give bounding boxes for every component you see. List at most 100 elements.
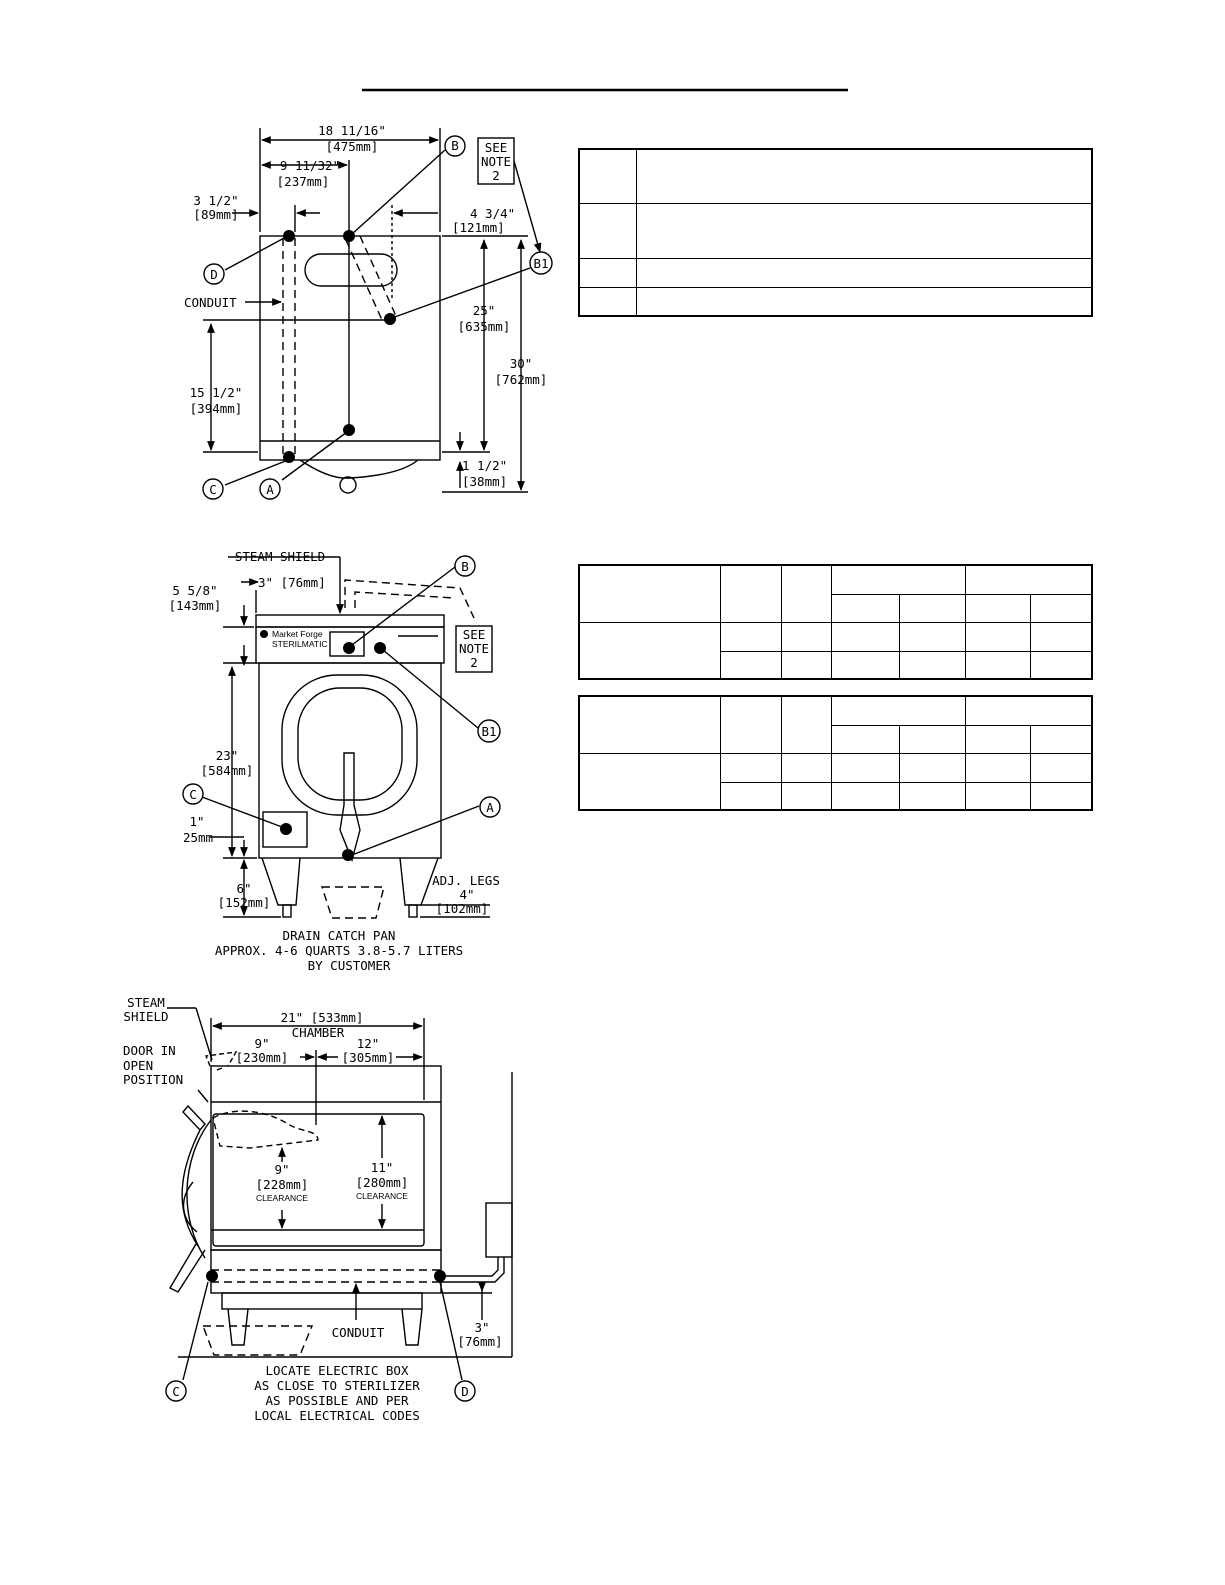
spec2-cell xyxy=(898,781,966,811)
dim-right-mm: [121mm] xyxy=(452,220,505,235)
point-a xyxy=(343,424,355,436)
dim-23: 23" xyxy=(216,748,239,763)
side-view-base xyxy=(210,1249,442,1294)
spec2-cell xyxy=(964,724,1031,754)
front-view-door xyxy=(281,674,418,816)
dim-5-5-8-mm: [143mm] xyxy=(169,598,222,613)
spec1-cell xyxy=(830,621,900,652)
dim-15: 15 1/2" xyxy=(190,385,243,400)
side-point-c xyxy=(206,1270,218,1282)
spec2-cell xyxy=(898,724,966,754)
dim-6-mm: [152mm] xyxy=(218,895,271,910)
top-note-1: SEE xyxy=(485,140,508,155)
dim-left-mm: [89mm] xyxy=(193,207,238,222)
spec1-cell xyxy=(719,650,782,680)
dim-depth-25-mm: [635mm] xyxy=(458,319,511,334)
dim-23-mm: [584mm] xyxy=(201,763,254,778)
dim-depth-25: 25" xyxy=(473,303,496,318)
spec2-cell xyxy=(780,781,832,811)
front-callout-c: C xyxy=(189,787,197,802)
dim-1-5: 1 1/2" xyxy=(462,458,507,473)
spec2-row xyxy=(579,781,1093,811)
drain-label-3: BY CUSTOMER xyxy=(308,958,391,973)
locate-label-3: AS POSSIBLE AND PER xyxy=(266,1393,409,1408)
legend-desc-cell xyxy=(636,148,1093,204)
legend-key-cell xyxy=(578,286,637,317)
chamber-label: CHAMBER xyxy=(292,1025,345,1040)
legend-row-d xyxy=(578,286,1093,317)
dim-15-mm: [394mm] xyxy=(190,401,243,416)
electrical-spec-table-2 xyxy=(578,695,1093,811)
spec1-cell xyxy=(719,564,782,623)
door-label-1: DOOR IN xyxy=(123,1043,176,1058)
brand-label: Market Forge xyxy=(272,629,323,639)
top-callout-b: B xyxy=(451,138,459,153)
front-callout-b1: B1 xyxy=(481,724,496,739)
dim-9-top-mm: [230mm] xyxy=(236,1050,289,1065)
spec1-cell xyxy=(780,650,832,680)
top-view xyxy=(202,128,553,500)
spec2-cell xyxy=(830,752,900,783)
front-note-3: 2 xyxy=(470,655,478,670)
side-callout-c: C xyxy=(172,1384,180,1399)
dim-3: 3" [76mm] xyxy=(258,575,326,590)
top-view-labels: 18 11/16" [475mm] 9 11/32" [237mm] 3 1/2… xyxy=(184,123,549,497)
top-view-points xyxy=(283,230,396,463)
dim-center: 9 11/32" xyxy=(280,158,340,173)
front-note-2: NOTE xyxy=(459,641,489,656)
steam-shield-label: STEAM SHIELD xyxy=(235,549,325,564)
dim-21: 21" [533mm] xyxy=(281,1010,364,1025)
spec1-cell xyxy=(964,650,1031,680)
front-point-c xyxy=(280,823,292,835)
legend-key-cell xyxy=(578,148,637,204)
clearance-label-2: CLEARANCE xyxy=(356,1191,408,1201)
dim-11: 11" xyxy=(371,1160,394,1175)
legend-desc-cell xyxy=(636,286,1093,317)
point-b1 xyxy=(384,313,396,325)
side-callout-d: D xyxy=(461,1384,469,1399)
spec2-cell xyxy=(719,752,782,783)
dim-1: 1" xyxy=(189,814,204,829)
spec1-header-row xyxy=(578,564,1093,623)
top-callout-a-circle xyxy=(259,478,281,500)
dim-right: 4 3/4" xyxy=(470,206,515,221)
spec2-cell xyxy=(898,752,966,783)
spec1-cell xyxy=(964,621,1031,652)
door-label-3: POSITION xyxy=(123,1072,183,1087)
top-view-foot xyxy=(299,459,419,479)
spec1-cell xyxy=(780,621,832,652)
spec2-cell xyxy=(964,781,1031,811)
front-callout-a: A xyxy=(486,800,494,815)
locate-label-1: LOCATE ELECTRIC BOX xyxy=(266,1363,409,1378)
spec1-cell xyxy=(1029,650,1093,680)
legend-desc-cell xyxy=(636,257,1093,288)
dim-9-clr-mm: [228mm] xyxy=(256,1177,309,1192)
dim-left: 3 1/2" xyxy=(193,193,238,208)
front-callout-b-circle xyxy=(454,555,476,577)
point-c xyxy=(283,451,295,463)
front-view-top-plate xyxy=(255,614,445,628)
dim-11-mm: [280mm] xyxy=(356,1175,409,1190)
legend-key-cell xyxy=(578,257,637,288)
spec1-cell xyxy=(898,621,966,652)
spec1-cell xyxy=(830,650,900,680)
front-view-labels: STEAM SHIELD 3" [76mm] 5 5/8" [143mm] 23… xyxy=(169,549,500,973)
dim-12-mm: [305mm] xyxy=(342,1050,395,1065)
dim-center-mm: [237mm] xyxy=(277,174,330,189)
electrical-spec-table-1 xyxy=(578,564,1093,680)
drain-label-1: DRAIN CATCH PAN xyxy=(283,928,396,943)
spec1-cell xyxy=(964,593,1031,623)
front-point-a xyxy=(342,849,354,861)
front-view xyxy=(182,555,501,919)
spec2-cell xyxy=(830,724,900,754)
legend-row-c xyxy=(578,257,1093,288)
legend-row-a xyxy=(578,148,1093,204)
clearance-label-1: CLEARANCE xyxy=(256,1193,308,1203)
dim-depth-30-mm: [762mm] xyxy=(495,372,548,387)
top-callout-c-circle xyxy=(202,478,224,500)
top-callout-c: C xyxy=(209,482,217,497)
dim-4-mm: [102mm] xyxy=(436,901,489,916)
dim-overall-width: 18 11/16" xyxy=(318,123,386,138)
legend-desc-cell xyxy=(636,202,1093,259)
dim-overall-width-mm: [475mm] xyxy=(326,139,379,154)
